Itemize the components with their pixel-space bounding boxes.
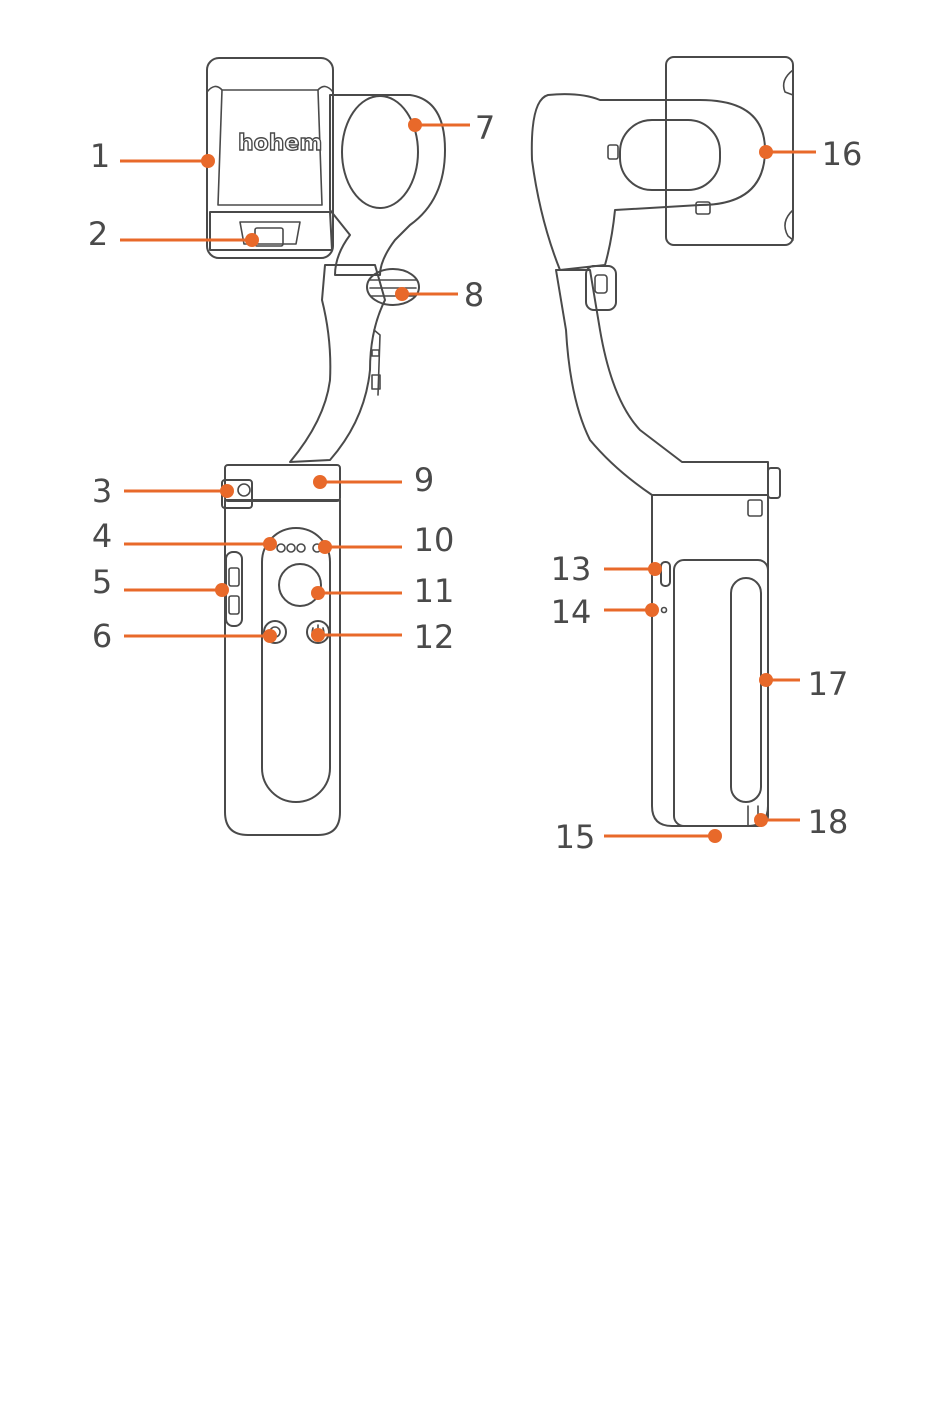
callout-5: 5: [92, 563, 229, 601]
callout-7: 7: [408, 109, 495, 147]
callout-11: 11: [311, 572, 454, 610]
callout-8: 8: [395, 276, 484, 314]
gimbal-front-view: hohem: [207, 58, 445, 835]
callout-number: 15: [555, 818, 596, 856]
roll-motor: [342, 96, 418, 208]
callout-number: 9: [414, 461, 434, 499]
callout-10: 10: [318, 521, 454, 559]
callout-dot: [648, 562, 662, 576]
callout-dot: [708, 829, 722, 843]
callout-number: 4: [92, 517, 112, 555]
button-panel: [262, 528, 330, 802]
callout-number: 5: [92, 563, 112, 601]
lock-knob: [367, 269, 419, 305]
callout-4: 4: [92, 517, 277, 555]
callout-16: 16: [759, 135, 862, 173]
callout-dot: [263, 537, 277, 551]
battery-indicator-dots: [277, 544, 305, 552]
callout-dot: [408, 118, 422, 132]
pan-arm-back: [556, 270, 768, 495]
callout-dot: [395, 287, 409, 301]
charging-indicator: [662, 608, 667, 613]
callout-number: 2: [88, 215, 108, 253]
callout-number: 1: [90, 137, 110, 175]
handle-grip: [674, 560, 768, 826]
callout-17: 17: [759, 665, 848, 703]
callout-number: 16: [822, 135, 863, 173]
handle-back: [652, 495, 768, 826]
callout-number: 10: [414, 521, 455, 559]
callout-dot: [215, 583, 229, 597]
tilt-motor-window: [620, 120, 720, 190]
callout-dot: [311, 586, 325, 600]
callout-dot: [201, 154, 215, 168]
callout-12: 12: [311, 618, 454, 656]
brand-logo: hohem: [238, 131, 322, 156]
callout-dot: [313, 475, 327, 489]
callout-13: 13: [551, 550, 662, 588]
callout-number: 17: [808, 665, 849, 703]
grip-recess: [731, 578, 761, 802]
callout-dot: [759, 673, 773, 687]
callout-9: 9: [313, 461, 434, 499]
callout-6: 6: [92, 617, 277, 655]
joystick: [279, 564, 321, 606]
callout-1: 1: [90, 137, 215, 175]
callout-number: 13: [551, 550, 592, 588]
callout-number: 12: [414, 618, 455, 656]
callout-14: 14: [551, 593, 659, 631]
callout-number: 18: [808, 803, 849, 841]
pan-arm: [290, 265, 385, 462]
callout-number: 11: [414, 572, 455, 610]
callout-number: 6: [92, 617, 112, 655]
callout-dot: [318, 540, 332, 554]
callout-dot: [220, 484, 234, 498]
callout-number: 14: [551, 593, 592, 631]
usb-c-port: [661, 562, 670, 586]
callout-2: 2: [88, 215, 259, 253]
callout-dot: [245, 233, 259, 247]
callout-number: 7: [475, 109, 495, 147]
callout-dot: [754, 813, 768, 827]
callout-3: 3: [92, 472, 234, 510]
callout-number: 8: [464, 276, 484, 314]
callout-dot: [311, 628, 325, 642]
callout-dot: [263, 629, 277, 643]
gimbal-back-view: [532, 57, 793, 826]
callout-number: 3: [92, 472, 112, 510]
callout-15: 15: [555, 818, 722, 856]
callout-dot: [645, 603, 659, 617]
callout-dot: [759, 145, 773, 159]
